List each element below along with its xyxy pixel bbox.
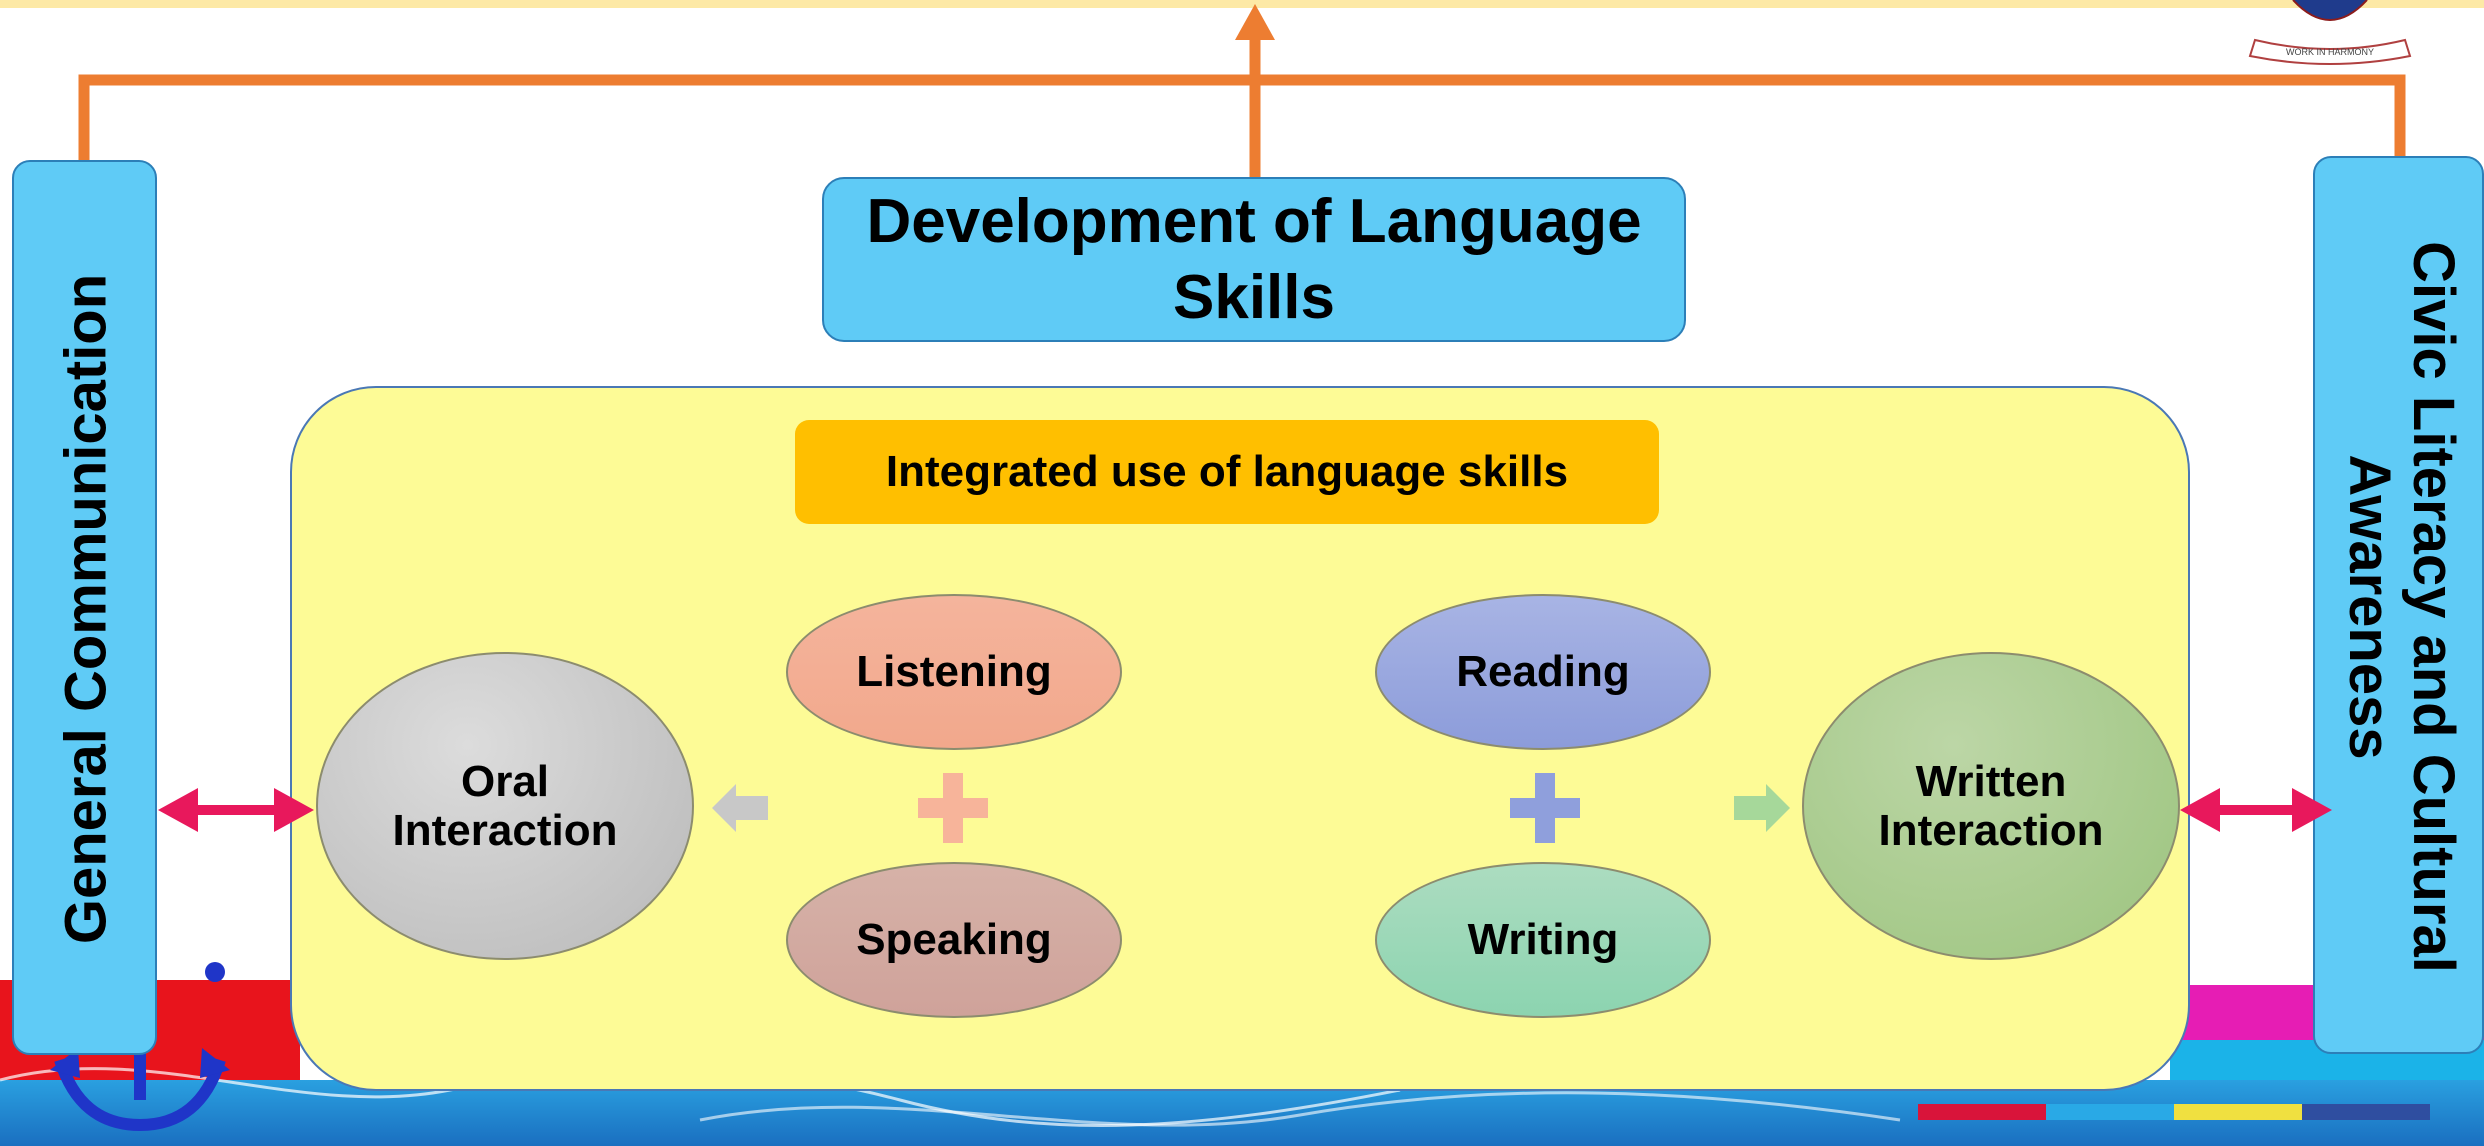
written-interaction-ellipse: Written Interaction [1802, 652, 2180, 960]
oral-interaction-ellipse: Oral Interaction [316, 652, 694, 960]
written-line1: Written [1915, 756, 2067, 806]
civic-literacy-pillar: Civic Literacy and Cultural Awareness [2313, 156, 2484, 1054]
dev-box-line1: Development of Language [866, 186, 1642, 256]
orange-connector-lines [78, 4, 2406, 178]
oral-line1: Oral [460, 756, 550, 806]
plus-icon-blue [1510, 773, 1580, 843]
left-double-arrow-icon [158, 788, 314, 832]
civic-literacy-line2: Awareness [2337, 454, 2402, 760]
written-line2: Interaction [1878, 806, 2104, 855]
left-arrow-icon [712, 784, 768, 832]
listening-ellipse: Listening [786, 594, 1122, 750]
civic-literacy-label: Civic Literacy and Cultural Awareness [2337, 241, 2466, 973]
development-of-language-skills-box: Development of Language Skills [822, 177, 1686, 342]
speaking-ellipse: Speaking [786, 862, 1122, 1018]
svg-text:WORK IN HARMONY: WORK IN HARMONY [2286, 47, 2374, 57]
speaking-label: Speaking [856, 915, 1052, 964]
reading-ellipse: Reading [1375, 594, 1711, 750]
writing-ellipse: Writing [1375, 862, 1711, 1018]
general-communication-pillar: General Communication [12, 160, 157, 1055]
oral-line2: Interaction [392, 806, 618, 855]
right-arrow-icon [1734, 784, 1790, 832]
general-communication-label: General Communication [53, 273, 119, 945]
color-stripes [1918, 1104, 2430, 1120]
writing-label: Writing [1467, 915, 1619, 964]
reading-label: Reading [1456, 647, 1630, 696]
top-border-strip [0, 0, 2484, 8]
civic-literacy-line1: Civic Literacy and Cultural [2400, 241, 2466, 973]
dev-box-line2: Skills [1173, 262, 1335, 332]
integrated-use-header: Integrated use of language skills [795, 420, 1659, 524]
school-crest-logo: WORK IN HARMONY [2248, 0, 2412, 65]
right-double-arrow-icon [2180, 788, 2332, 832]
listening-label: Listening [856, 647, 1052, 696]
integrated-use-label: Integrated use of language skills [885, 447, 1569, 496]
plus-icon-orange [918, 773, 988, 843]
